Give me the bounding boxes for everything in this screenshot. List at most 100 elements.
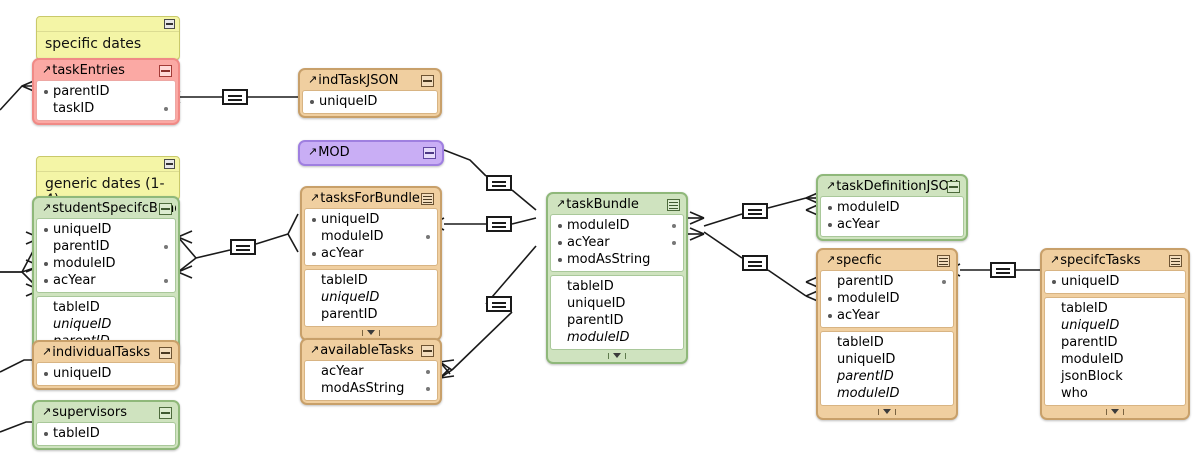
table-header[interactable]: ↗availableTasks (304, 342, 438, 360)
field-row[interactable]: moduleID (555, 217, 679, 234)
expand-handle[interactable] (1044, 409, 1186, 416)
relationship-connector-taskBundle-taskDefinitionJSON[interactable] (742, 203, 768, 219)
list-icon[interactable] (421, 193, 434, 205)
field-row[interactable]: moduleID (825, 385, 949, 402)
field-row[interactable]: moduleID (555, 329, 679, 346)
field-row[interactable]: tableID (41, 299, 171, 316)
table-specifcTasks[interactable]: ↗specifcTasks uniqueID tableID uniqueID … (1040, 248, 1190, 420)
note-generic-dates[interactable]: generic dates (1-4) (36, 156, 180, 208)
table-supervisors[interactable]: ↗supervisors tableID (32, 400, 180, 450)
field-row[interactable]: uniqueID (825, 351, 949, 368)
field-row[interactable]: uniqueID (41, 316, 171, 333)
collapse-icon[interactable] (159, 347, 172, 359)
table-header[interactable]: ↗taskEntries (36, 62, 176, 80)
field-row[interactable]: uniqueID (307, 93, 433, 110)
relationship-connector-studentSpecifcBundle-tasksForBundle[interactable] (230, 239, 256, 255)
collapse-icon[interactable] (164, 159, 175, 169)
expand-handle[interactable] (820, 409, 954, 416)
field-row[interactable]: uniqueID (41, 365, 171, 382)
collapse-icon[interactable] (159, 203, 172, 215)
field-row[interactable]: tableID (825, 334, 949, 351)
table-title: taskBundle (566, 197, 639, 212)
field-row[interactable]: uniqueID (309, 289, 433, 306)
field-row[interactable]: uniqueID (41, 221, 171, 238)
field-row[interactable]: jsonBlock (1049, 368, 1181, 385)
table-individualTasks[interactable]: ↗individualTasks uniqueID (32, 340, 180, 390)
field-label: acYear (837, 217, 880, 232)
field-row[interactable]: uniqueID (555, 295, 679, 312)
field-row[interactable]: who (1049, 385, 1181, 402)
field-row[interactable]: acYear (825, 307, 949, 324)
field-row[interactable]: acYear (309, 245, 433, 262)
relation-dot-icon (942, 280, 946, 284)
field-row[interactable]: moduleID (825, 199, 959, 216)
field-row[interactable]: uniqueID (1049, 273, 1181, 290)
field-row[interactable]: moduleID (41, 255, 171, 272)
relationship-connector-tasksForBundle-taskBundle[interactable] (486, 216, 512, 232)
field-label: parentID (837, 274, 894, 289)
relationship-connector-taskBundle-specfic[interactable] (742, 255, 768, 271)
collapse-icon[interactable] (423, 147, 436, 159)
table-header[interactable]: ↗tasksForBundle (304, 190, 438, 208)
field-row[interactable]: acYear (825, 216, 959, 233)
table-header[interactable]: ↗taskBundle (550, 196, 684, 214)
collapse-icon[interactable] (421, 345, 434, 357)
expand-handle[interactable] (550, 353, 684, 360)
table-header[interactable]: ↗specfic (820, 252, 954, 270)
field-row[interactable]: acYear (41, 272, 171, 289)
table-availableTasks[interactable]: ↗availableTasks acYear modAsString (300, 338, 442, 405)
table-header[interactable]: ↗studentSpecifcBundle (36, 200, 176, 218)
table-MOD[interactable]: ↗MOD (298, 140, 444, 166)
table-taskDefinitionJSON[interactable]: ↗taskDefinitionJSON moduleID acYear (816, 174, 968, 241)
field-row[interactable]: uniqueID (309, 211, 433, 228)
field-row[interactable]: acYear (555, 234, 679, 251)
table-specfic[interactable]: ↗specfic parentID moduleID acYear tableI… (816, 248, 958, 420)
field-row[interactable]: uniqueID (1049, 317, 1181, 334)
collapse-icon[interactable] (421, 75, 434, 87)
table-header[interactable]: ↗supervisors (36, 404, 176, 422)
field-row[interactable]: parentID (41, 238, 171, 255)
table-taskBundle[interactable]: ↗taskBundle moduleID acYear modAsString … (546, 192, 688, 364)
field-row[interactable]: parentID (41, 83, 171, 100)
field-row[interactable]: parentID (555, 312, 679, 329)
field-row[interactable]: moduleID (825, 290, 949, 307)
table-tasksForBundle[interactable]: ↗tasksForBundle uniqueID moduleID acYear… (300, 186, 442, 341)
table-header[interactable]: ↗indTaskJSON (302, 72, 438, 90)
relationship-connector-availableTasks-taskBundle[interactable] (486, 296, 512, 312)
table-header[interactable]: ↗specifcTasks (1044, 252, 1186, 270)
table-header[interactable]: ↗taskDefinitionJSON (820, 178, 964, 196)
field-row[interactable]: tableID (41, 425, 171, 442)
collapse-icon[interactable] (159, 407, 172, 419)
field-row[interactable]: tableID (1049, 300, 1181, 317)
table-indTaskJSON[interactable]: ↗indTaskJSON uniqueID (298, 68, 442, 118)
field-row[interactable]: parentID (309, 306, 433, 323)
expand-handle[interactable] (304, 330, 438, 337)
relationship-connector-specfic-specifcTasks[interactable] (990, 262, 1016, 278)
field-row[interactable]: tableID (309, 272, 433, 289)
note-specific-dates[interactable]: specific dates (36, 16, 180, 60)
relationship-connector-taskEntries-indTaskJSON[interactable] (222, 89, 248, 105)
field-row[interactable]: moduleID (1049, 351, 1181, 368)
field-row[interactable]: modAsString (555, 251, 679, 268)
field-row[interactable]: parentID (1049, 334, 1181, 351)
field-row[interactable]: parentID (825, 368, 949, 385)
table-header[interactable]: ↗individualTasks (36, 344, 176, 362)
collapse-icon[interactable] (159, 65, 172, 77)
list-icon[interactable] (667, 199, 680, 211)
field-row[interactable]: acYear (309, 363, 433, 380)
collapse-icon[interactable] (164, 19, 175, 29)
field-row[interactable]: taskID (41, 100, 171, 117)
list-icon[interactable] (1169, 255, 1182, 267)
field-row[interactable]: parentID (825, 273, 949, 290)
field-row[interactable]: modAsString (309, 380, 433, 397)
list-icon[interactable] (937, 255, 950, 267)
field-label: modAsString (567, 252, 651, 267)
field-row[interactable]: moduleID (309, 228, 433, 245)
field-label: tableID (53, 300, 100, 315)
relationship-connector-mod-taskBundle[interactable] (486, 175, 512, 191)
collapse-icon[interactable] (947, 181, 960, 193)
extra-fields: tableID uniqueID parentID moduleID (550, 275, 684, 350)
table-taskEntries[interactable]: ↗taskEntries parentID taskID (32, 58, 180, 125)
field-row[interactable]: tableID (555, 278, 679, 295)
table-header[interactable]: ↗MOD (302, 144, 440, 162)
